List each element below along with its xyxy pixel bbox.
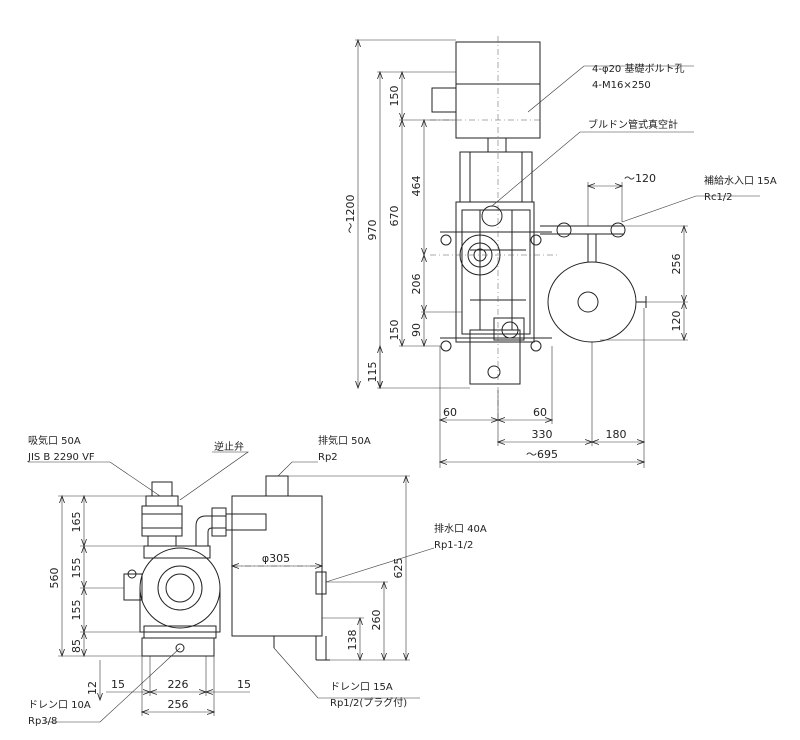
pump-casing	[139, 547, 221, 629]
vacuum-gauge	[481, 205, 503, 227]
label-drain-right-thread: Rp1/2(プラグ付)	[330, 696, 407, 709]
label-drain-right: ドレン口 15A	[330, 682, 393, 693]
dim-85: 85	[70, 639, 83, 653]
dim-138: 138	[346, 630, 359, 651]
top-dims	[355, 40, 760, 468]
label-check-valve: 逆止弁	[214, 440, 244, 453]
dim-60-left: 60	[443, 406, 457, 419]
dim-180: 180	[606, 428, 627, 441]
dim-150-lower: 150	[388, 320, 401, 341]
dim-15-left: 15	[111, 678, 125, 691]
label-exhaust-thread: Rp2	[318, 452, 338, 463]
bottom-view	[123, 475, 330, 661]
label-drain-outlet: 排水口 40A	[434, 522, 487, 535]
valve-handle	[556, 222, 572, 238]
dim-120-height: 120	[670, 311, 683, 332]
top-view	[430, 36, 647, 420]
label-bolt-spec: 4-M16×250	[592, 80, 651, 91]
suction-pipe	[151, 481, 173, 497]
valve-handle	[610, 222, 626, 238]
dim-625: 625	[392, 558, 405, 579]
label-supply-thread: Rc1/2	[704, 192, 733, 203]
dim-155-lower: 155	[70, 600, 83, 621]
dim-12: 12	[86, 681, 99, 695]
label-drain-outlet-thread: Rp1-1/2	[434, 540, 473, 551]
dim-60-right: 60	[533, 406, 547, 419]
dim-560: 560	[48, 568, 61, 589]
dim-260: 260	[370, 610, 383, 631]
label-bolt-hole: 4-φ20 基礎ボルト孔	[592, 62, 684, 75]
label-suction: 吸気口 50A	[28, 434, 81, 447]
dim-165: 165	[70, 512, 83, 533]
separator-tank	[547, 261, 637, 343]
dim-overall-height: ～1200	[344, 195, 357, 234]
dim-970: 970	[366, 220, 379, 241]
dim-464: 464	[410, 176, 423, 197]
dim-120-width: ～120	[624, 172, 656, 185]
dim-226: 226	[168, 678, 189, 691]
dim-206: 206	[410, 274, 423, 295]
label-vacuum-gauge: ブルドン管式真空計	[588, 118, 678, 131]
dim-90: 90	[410, 323, 423, 337]
label-supply-inlet: 補給水入口 15A	[704, 174, 777, 187]
label-suction-std: JIS B 2290 VF	[27, 452, 95, 463]
dim-15-right: 15	[237, 678, 251, 691]
label-exhaust: 排気口 50A	[318, 434, 371, 447]
dim-115: 115	[366, 362, 379, 383]
label-drain-left: ドレン口 10A	[28, 700, 91, 711]
bottom-dims	[28, 451, 435, 723]
dim-670: 670	[388, 206, 401, 227]
dim-695: ～695	[526, 448, 558, 461]
dim-256: 256	[670, 254, 683, 275]
label-drain-left-thread: Rp3/8	[28, 716, 57, 727]
base-frame	[141, 637, 215, 657]
dim-diameter-305: φ305	[262, 552, 290, 565]
dim-330: 330	[532, 428, 553, 441]
terminal-box	[431, 87, 457, 113]
dim-256-width: 256	[168, 698, 189, 711]
check-valve	[141, 505, 183, 537]
dim-150-upper: 150	[388, 86, 401, 107]
dim-155-upper: 155	[70, 558, 83, 579]
